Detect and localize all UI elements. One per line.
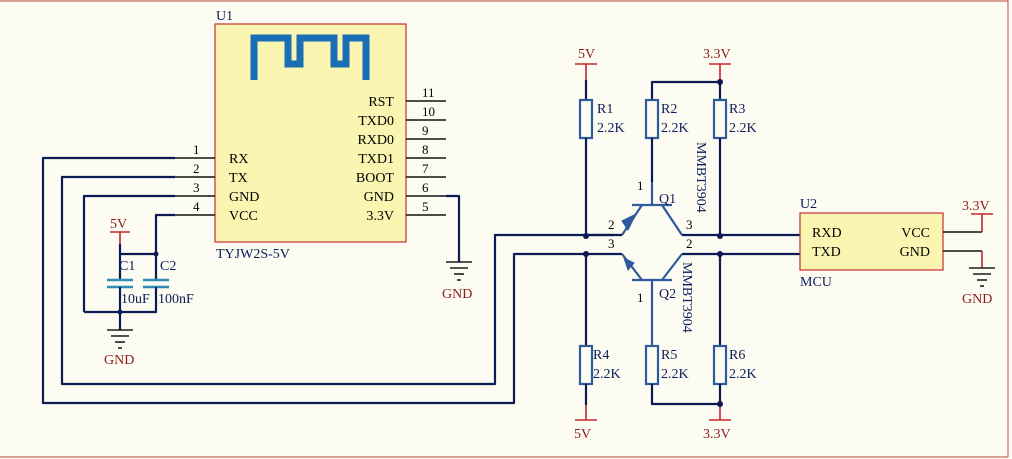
r4-value: 2.2K	[593, 367, 621, 382]
r6-value: 2.2K	[729, 367, 757, 382]
u1-pin-number: 11	[422, 85, 435, 100]
u1-pin-name: TX	[229, 171, 248, 186]
c1-designator: C1	[119, 259, 135, 274]
c1-value: 10uF	[121, 292, 150, 307]
u2-body	[799, 212, 944, 271]
gnd-label: GND	[962, 292, 992, 307]
gnd-label: GND	[104, 353, 134, 368]
q1-transistor: 1 2 3 Q1 MMBT3904	[586, 142, 800, 237]
u2-pin-name: RXD	[812, 226, 842, 241]
u1-pin-name: RXD0	[357, 133, 394, 148]
net-5v-label: 5V	[574, 427, 591, 442]
u1-pin-number: 9	[422, 123, 429, 138]
r1-value: 2.2K	[597, 121, 625, 136]
gnd-label: GND	[442, 287, 472, 302]
u1-pin-name: RST	[368, 95, 394, 110]
q2-designator: Q2	[659, 287, 676, 302]
net-5v-label: 5V	[110, 217, 127, 232]
q2-pin-number: 2	[686, 236, 693, 251]
r1-designator: R1	[597, 102, 613, 117]
u1-pin-name: 3.3V	[366, 209, 394, 224]
r3-designator: R3	[729, 102, 745, 117]
q1-pin-number: 1	[637, 178, 644, 193]
u1-pin-name: GND	[364, 190, 394, 205]
u1-pin-name: BOOT	[356, 171, 395, 186]
rx-wire	[41, 156, 585, 405]
u1-pin-number: 3	[193, 180, 200, 195]
r5-value: 2.2K	[661, 367, 689, 382]
r5-r6-resistors: 3.3V R5 2.2K R6 2.2K	[644, 254, 757, 442]
q1-part-number: MMBT3904	[693, 142, 708, 213]
u1-pin-name: TXD1	[358, 152, 394, 167]
r4-designator: R4	[593, 348, 609, 363]
net-3v3-label: 3.3V	[703, 47, 731, 62]
r1-body	[578, 98, 594, 140]
q1-designator: Q1	[659, 192, 676, 207]
tx-wire	[60, 175, 614, 386]
u2-pin-name: VCC	[901, 226, 930, 241]
r2-designator: R2	[661, 102, 677, 117]
u1-pin-number: 6	[422, 180, 429, 195]
u1-designator: U1	[216, 9, 233, 24]
r4-body	[578, 344, 594, 386]
r2-body	[644, 98, 660, 140]
q2-emitter-arrow-icon	[623, 257, 635, 271]
r5-body	[644, 344, 660, 386]
u1-pin-number: 4	[193, 199, 200, 214]
r2-value: 2.2K	[661, 121, 689, 136]
u1-pin-number: 8	[422, 142, 429, 157]
net-3v3-label: 3.3V	[703, 427, 731, 442]
u1-pin-number: 2	[193, 161, 200, 176]
u1-part-number: TYJW2S-5V	[216, 247, 290, 262]
r3-value: 2.2K	[729, 121, 757, 136]
r2-r3-resistors: 3.3V R2 2.2K R3 2.2K	[644, 47, 757, 236]
r1-resistor: 5V R1 2.2K	[575, 47, 625, 236]
u1-pin-name: VCC	[229, 209, 258, 224]
u1-body	[214, 23, 407, 243]
q1-pin-number: 3	[686, 217, 693, 232]
q2-transistor: 3 2 1 Q2 MMBT3904	[586, 236, 800, 346]
u2-mcu: U2 MCU RXD TXD VCC GND 3.3V GND	[799, 197, 995, 307]
u1-pin-number: 7	[422, 161, 429, 176]
u1-pin-name: GND	[229, 190, 259, 205]
q2-part-number: MMBT3904	[679, 262, 694, 333]
q1-emitter-arrow-icon	[621, 212, 638, 231]
u2-designator: U2	[800, 197, 817, 212]
u1-pin-name: RX	[229, 152, 248, 167]
u2-part-number: MCU	[800, 275, 832, 290]
c2-designator: C2	[160, 259, 176, 274]
u1-pin-number: 10	[422, 104, 435, 119]
u2-pin-name: GND	[900, 245, 930, 260]
c2-value: 100nF	[158, 292, 194, 307]
q2-pin-number: 3	[608, 236, 615, 251]
u2-pin-name: TXD	[812, 245, 841, 260]
u1-gnd-net: GND	[442, 194, 472, 302]
junction-dots	[117, 79, 723, 407]
r6-designator: R6	[729, 348, 745, 363]
r6-body	[712, 344, 728, 386]
q1-pin-number: 2	[608, 217, 615, 232]
net-5v-label: 5V	[578, 47, 595, 62]
r4-resistor: 5V R4 2.2K	[574, 254, 621, 442]
u1-pin-number: 5	[422, 199, 429, 214]
u1-pin-name: TXD0	[358, 114, 394, 129]
net-3v3-label: 3.3V	[962, 199, 990, 214]
wifi-logo-icon	[250, 34, 370, 80]
decoupling-capacitors: 5V C1 10uF C2 100nF GND	[84, 213, 194, 368]
u1-pin-number: 1	[193, 142, 200, 157]
u1-gnd-wire	[82, 194, 175, 312]
q2-pin-number: 1	[637, 290, 644, 305]
r3-body	[712, 98, 728, 140]
u1-module: U1 TYJW2S-5V 1 2 3 4 RX TX GND VCC 11 10…	[175, 9, 446, 262]
r5-designator: R5	[661, 348, 677, 363]
